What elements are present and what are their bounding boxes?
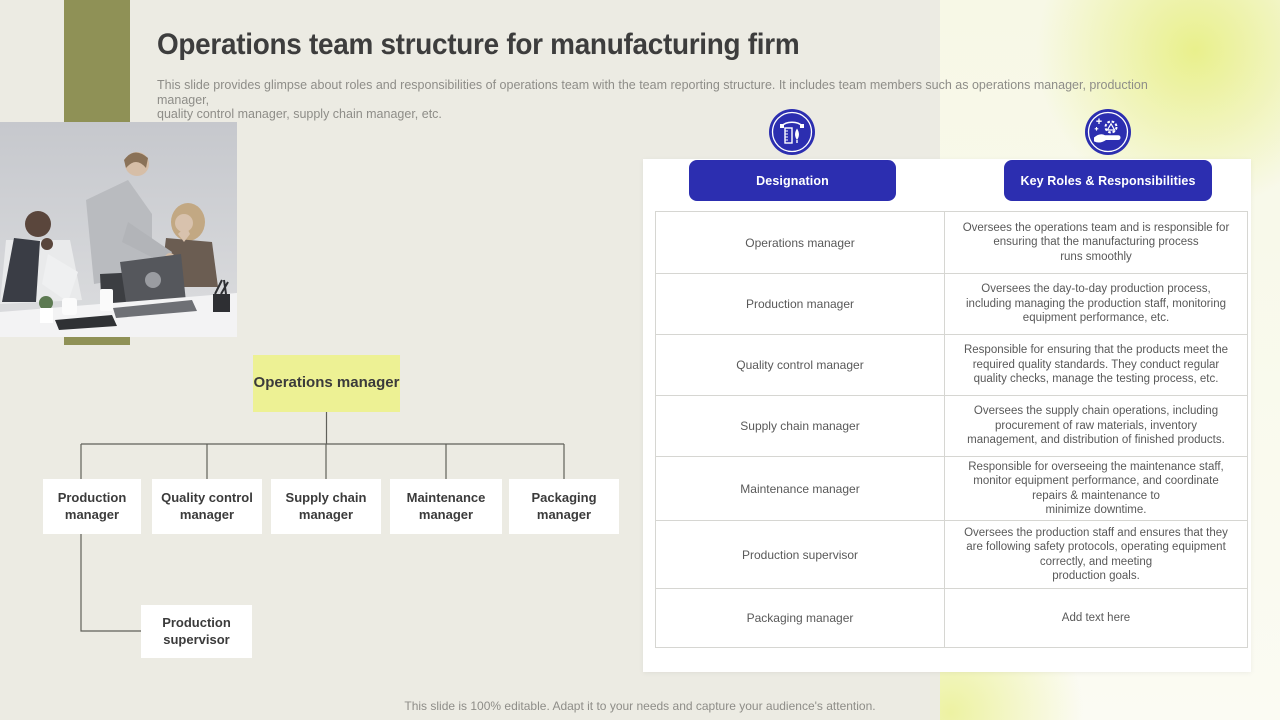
designation-cell: Maintenance manager — [740, 481, 860, 496]
org-node-operations-manager: Operations manager — [253, 355, 400, 412]
org-node-packaging-manager: Packaging manager — [509, 479, 619, 534]
table-row: Quality control manager Responsible for … — [656, 335, 1247, 396]
footer-note: This slide is 100% editable. Adapt it to… — [404, 699, 876, 713]
org-node-production-manager: Production manager — [43, 479, 141, 534]
designation-cell: Packaging manager — [746, 611, 854, 625]
hand-gear-icon — [1085, 109, 1131, 155]
responsibility-cell: Oversees the production staff and ensure… — [944, 521, 1247, 588]
page-title: Operations team structure for manufactur… — [157, 28, 800, 61]
team-photo-illustration — [0, 122, 237, 337]
table-row: Packaging manager Add text here — [656, 589, 1247, 647]
table-row: Production manager Oversees the day-to-d… — [656, 274, 1247, 335]
responsibility-cell: Responsible for overseeing the maintenan… — [944, 457, 1247, 520]
responsibilities-header: Key Roles & Responsibilities — [1004, 160, 1212, 201]
pen-tool-ruler-icon — [769, 109, 815, 155]
designation-cell: Supply chain manager — [740, 419, 860, 433]
table-row: Maintenance manager Responsible for over… — [656, 457, 1247, 521]
responsibility-cell: Oversees the operations team and is resp… — [944, 212, 1247, 273]
table-row: Supply chain manager Oversees the supply… — [656, 396, 1247, 457]
table-row: Operations manager Oversees the operatio… — [656, 212, 1247, 274]
responsibility-cell: Oversees the day-to-day production proce… — [944, 274, 1247, 334]
slide-subtitle: This slide provides glimpse about roles … — [157, 78, 1148, 121]
org-node-supply-chain-manager: Supply chain manager — [271, 479, 381, 534]
roles-table: Operations manager Oversees the operatio… — [655, 211, 1248, 648]
table-row: Production supervisor Oversees the produ… — [656, 521, 1247, 589]
org-chart-connectors — [80, 412, 565, 632]
designation-header: Designation — [689, 160, 896, 201]
add-text-placeholder[interactable]: Add text here — [944, 589, 1247, 647]
responsibility-cell: Responsible for ensuring that the produc… — [944, 335, 1247, 395]
org-node-maintenance-manager: Maintenance manager — [390, 479, 502, 534]
designation-cell: Quality control manager — [736, 358, 864, 372]
designation-cell: Production manager — [745, 297, 855, 311]
team-photo — [0, 122, 237, 337]
responsibility-cell: Oversees the supply chain operations, in… — [944, 396, 1247, 456]
org-node-production-supervisor: Production supervisor — [141, 605, 252, 658]
designation-cell: Operations manager — [745, 235, 855, 250]
org-node-quality-control-manager: Quality control manager — [152, 479, 262, 534]
designation-cell: Production supervisor — [741, 547, 859, 562]
